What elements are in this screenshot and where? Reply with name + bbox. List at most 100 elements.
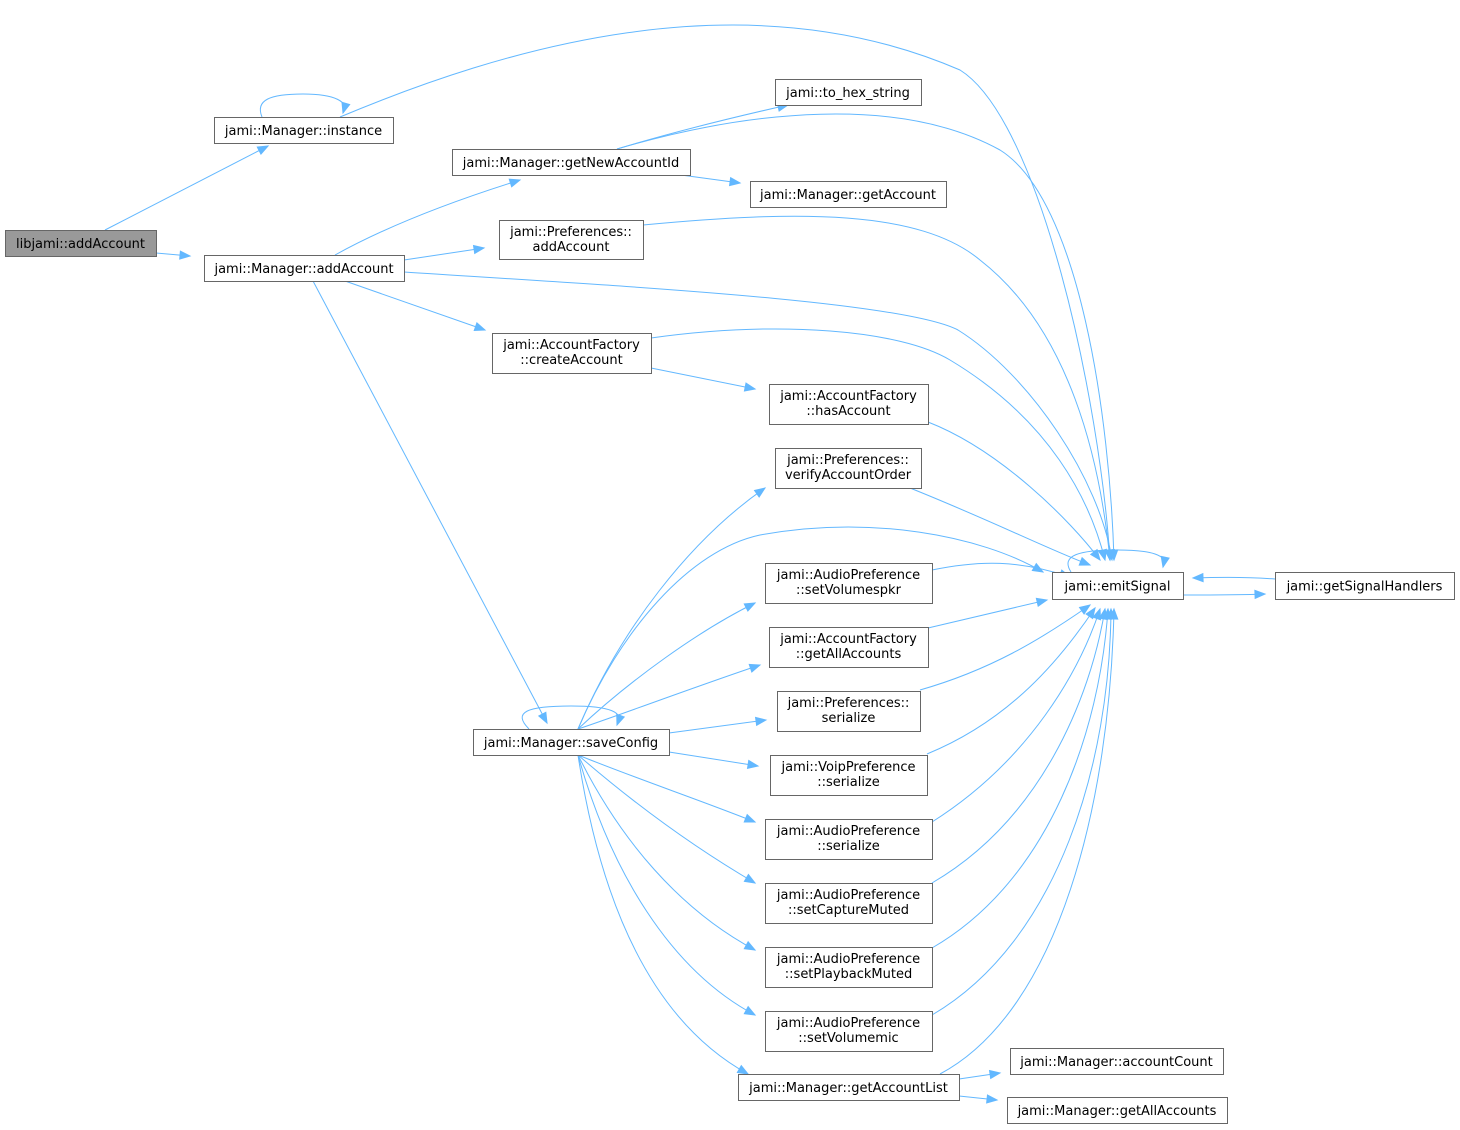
node-accountfactory-createaccount[interactable]: jami::AccountFactory::createAccount (492, 333, 652, 374)
arrowhead (986, 1094, 999, 1104)
node-voippreference-serialize[interactable]: jami::VoipPreference::serialize (770, 755, 928, 796)
node-manager-getnewaccountid[interactable]: jami::Manager::getNewAccountId (452, 149, 691, 176)
edge-manager_saveConfig-to-audioPreference_setPlaybackMuted (577, 754, 757, 951)
arrowhead (508, 178, 522, 188)
node-label: jami::Manager::getAllAccounts (1017, 1104, 1217, 1119)
node-to-hex-string[interactable]: jami::to_hex_string (775, 79, 922, 106)
edge-line (577, 754, 756, 1016)
edge-voipPreference_serialize-to-emitSignal (926, 606, 1096, 755)
node-getsignalhandlers[interactable]: jami::getSignalHandlers (1275, 572, 1455, 600)
arrowhead (1035, 597, 1049, 608)
arrowhead (341, 101, 351, 115)
edge-line (403, 247, 485, 261)
edge-line (931, 562, 1071, 578)
call-edges (104, 24, 1276, 1104)
edge-manager_saveConfig-to-preferences_verifyAccountOrder (577, 487, 767, 730)
node-label: jami::Preferences:: (509, 225, 632, 240)
edge-manager_saveConfig-to-audioPreference_setVolumespkr (577, 602, 757, 730)
arrowhead (746, 759, 760, 770)
node-manager-saveconfig[interactable]: jami::Manager::saveConfig (473, 729, 670, 756)
edge-manager_getAccountList-to-emitSignal (939, 607, 1119, 1075)
node-box (765, 1011, 933, 1052)
edge-manager_saveConfig-to-voipPreference_serialize (668, 751, 760, 770)
node-label: ::setCaptureMuted (788, 903, 909, 918)
arrowhead (748, 663, 762, 673)
arrowhead (743, 873, 757, 884)
node-box (770, 755, 928, 796)
node-manager-instance[interactable]: jami::Manager::instance (214, 117, 394, 144)
edge-accountFactory_getAllAccounts-to-emitSignal (927, 597, 1049, 629)
node-libjami-addaccount[interactable]: libjami::addAccount (5, 230, 157, 257)
edge-line (926, 607, 1096, 755)
arrowhead (1254, 589, 1267, 600)
node-box (775, 79, 922, 106)
edge-line (577, 602, 756, 730)
arrowhead (537, 711, 548, 725)
arrowhead (1160, 555, 1170, 569)
arrowhead (743, 813, 757, 823)
edge-line (259, 93, 346, 118)
node-label: verifyAccountOrder (785, 468, 912, 483)
node-box (473, 729, 670, 756)
node-manager-addaccount[interactable]: jami::Manager::addAccount (204, 255, 405, 282)
arrowhead (753, 487, 767, 498)
arrowhead (743, 602, 757, 612)
edge-preferences_verifyAccountOrder-to-emitSignal (909, 487, 1092, 566)
edge-audioPreference_setCaptureMuted-to-emitSignal (931, 607, 1108, 884)
node-audiopreference-setplaybackmuted[interactable]: jami::AudioPreference::setPlaybackMuted (765, 947, 933, 988)
node-preferences-serialize[interactable]: jami::Preferences::serialize (777, 691, 921, 732)
node-manager-accountcount[interactable]: jami::Manager::accountCount (1010, 1048, 1224, 1075)
edge-line (931, 608, 1101, 823)
edge-line (931, 608, 1112, 1016)
arrowhead (1191, 572, 1204, 583)
edge-accountFactory_createAccount-to-accountFactory_hasAccount (650, 367, 757, 392)
node-box (1007, 1097, 1228, 1124)
edge-preferences_serialize-to-emitSignal (919, 604, 1092, 691)
edge-line (403, 271, 1113, 561)
node-label: ::createAccount (520, 353, 623, 368)
arrowhead (1109, 607, 1119, 620)
node-audiopreference-setvolumemic[interactable]: jami::AudioPreference::setVolumemic (765, 1011, 933, 1052)
arrowhead (728, 176, 742, 187)
node-audiopreference-serialize[interactable]: jami::AudioPreference::serialize (765, 819, 933, 860)
arrowhead (1078, 604, 1092, 615)
node-manager-getaccount[interactable]: jami::Manager::getAccount (750, 181, 947, 208)
node-box (769, 627, 929, 668)
node-label: jami::Preferences:: (786, 453, 909, 468)
edge-line (577, 754, 756, 823)
edge-line (927, 421, 1101, 561)
node-box (765, 883, 933, 924)
edge-line (339, 24, 1111, 561)
arrowhead (754, 716, 768, 727)
arrowhead (743, 382, 757, 392)
node-label: jami::AudioPreference (776, 824, 920, 839)
node-label: jami::Preferences:: (787, 696, 910, 711)
node-audiopreference-setcapturemuted[interactable]: jami::AudioPreference::setCaptureMuted (765, 883, 933, 924)
node-box (492, 333, 652, 374)
node-manager-getaccountlist[interactable]: jami::Manager::getAccountList (738, 1074, 960, 1101)
node-accountfactory-getallaccounts[interactable]: jami::AccountFactory::getAllAccounts (769, 627, 929, 668)
node-box (5, 230, 157, 257)
node-label: ::getAllAccounts (796, 647, 902, 662)
edge-manager_saveConfig-to-audioPreference_serialize (577, 754, 757, 823)
node-label: jami::VoipPreference (781, 760, 916, 775)
edge-line (931, 608, 1109, 949)
node-manager-getallaccounts[interactable]: jami::Manager::getAllAccounts (1007, 1097, 1228, 1124)
node-preferences-addaccount[interactable]: jami::Preferences::addAccount (499, 220, 644, 260)
edge-manager_addAccount-to-emitSignal (403, 271, 1115, 562)
node-box (1275, 572, 1455, 600)
node-label: ::setVolumemic (798, 1031, 898, 1046)
node-audiopreference-setvolumespkr[interactable]: jami::AudioPreference::setVolumespkr (765, 563, 933, 604)
node-label: jami::Manager::saveConfig (483, 736, 658, 751)
node-label: jami::emitSignal (1064, 580, 1171, 595)
edge-audioPreference_setVolumemic-to-emitSignal (931, 607, 1116, 1016)
node-label: jami::AudioPreference (776, 1016, 920, 1031)
node-label: jami::Manager::instance (224, 124, 382, 139)
node-preferences-verifyaccountorder[interactable]: jami::Preferences::verifyAccountOrder (775, 448, 922, 489)
node-label: ::serialize (817, 775, 880, 790)
node-accountfactory-hasaccount[interactable]: jami::AccountFactory::hasAccount (769, 384, 929, 425)
edge-getSignalHandlers-to-emitSignal (1191, 572, 1276, 583)
edge-manager_addAccount-to-preferences_addAccount (403, 244, 486, 261)
node-emitsignal[interactable]: jami::emitSignal (1052, 572, 1184, 600)
